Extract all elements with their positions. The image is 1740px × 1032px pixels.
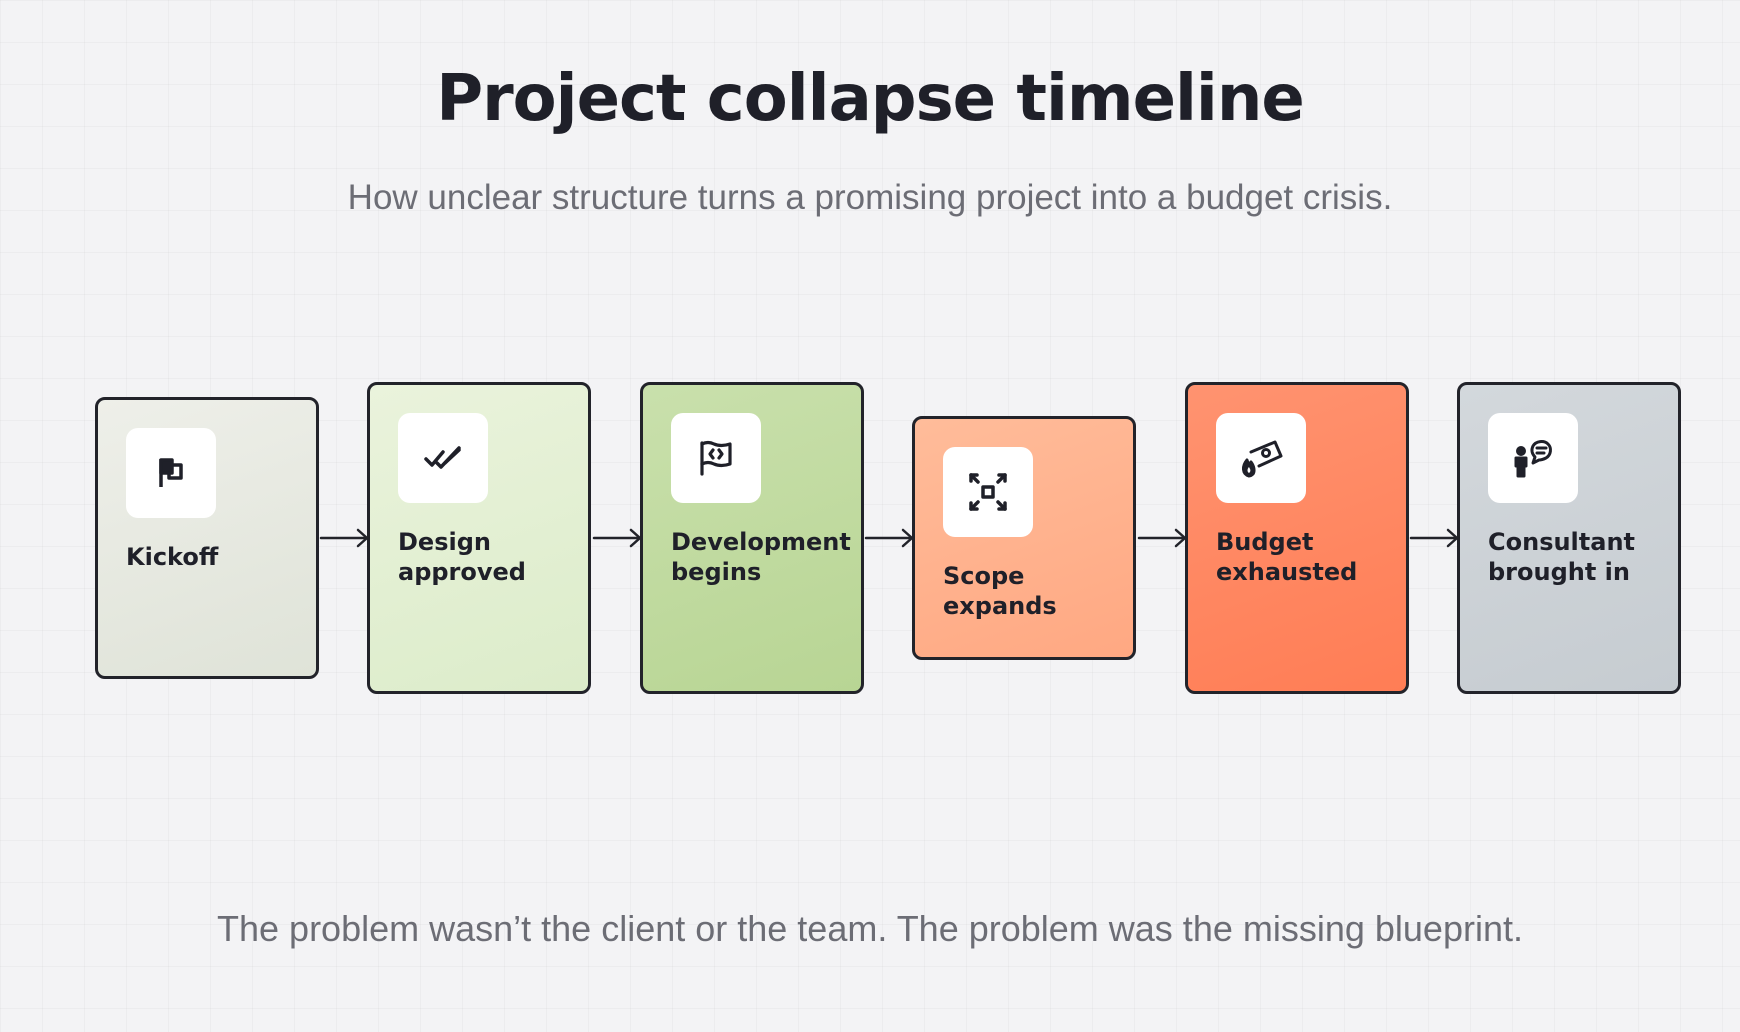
step-label: Consultant brought in xyxy=(1488,528,1636,586)
arrow-2 xyxy=(592,528,642,548)
step-label: Kickoff xyxy=(126,543,219,571)
person-speech-icon xyxy=(1488,413,1578,503)
arrow-5 xyxy=(1409,528,1459,548)
flag-icon xyxy=(126,428,216,518)
step-development-begins: Development begins xyxy=(640,382,864,694)
step-kickoff: Kickoff xyxy=(95,397,319,679)
arrow-3 xyxy=(864,528,914,548)
burning-money-icon xyxy=(1216,413,1306,503)
footer-note: The problem wasn’t the client or the tea… xyxy=(217,908,1523,949)
step-budget-exhausted: Budget exhausted xyxy=(1185,382,1409,694)
arrow-1 xyxy=(319,528,369,548)
step-label: Development begins xyxy=(671,528,851,586)
step-label: Budget exhausted xyxy=(1216,528,1358,586)
step-scope-expands: Scope expands xyxy=(912,416,1136,660)
step-label: Design approved xyxy=(398,528,526,586)
page-title: Project collapse timeline xyxy=(436,62,1305,136)
step-label: Scope expands xyxy=(943,562,1057,620)
double-check-icon xyxy=(398,413,488,503)
expand-icon xyxy=(943,447,1033,537)
step-design-approved: Design approved xyxy=(367,382,591,694)
code-flag-icon xyxy=(671,413,761,503)
step-consultant-brought-in: Consultant brought in xyxy=(1457,382,1681,694)
page-subtitle: How unclear structure turns a promising … xyxy=(347,178,1393,217)
arrow-4 xyxy=(1137,528,1187,548)
